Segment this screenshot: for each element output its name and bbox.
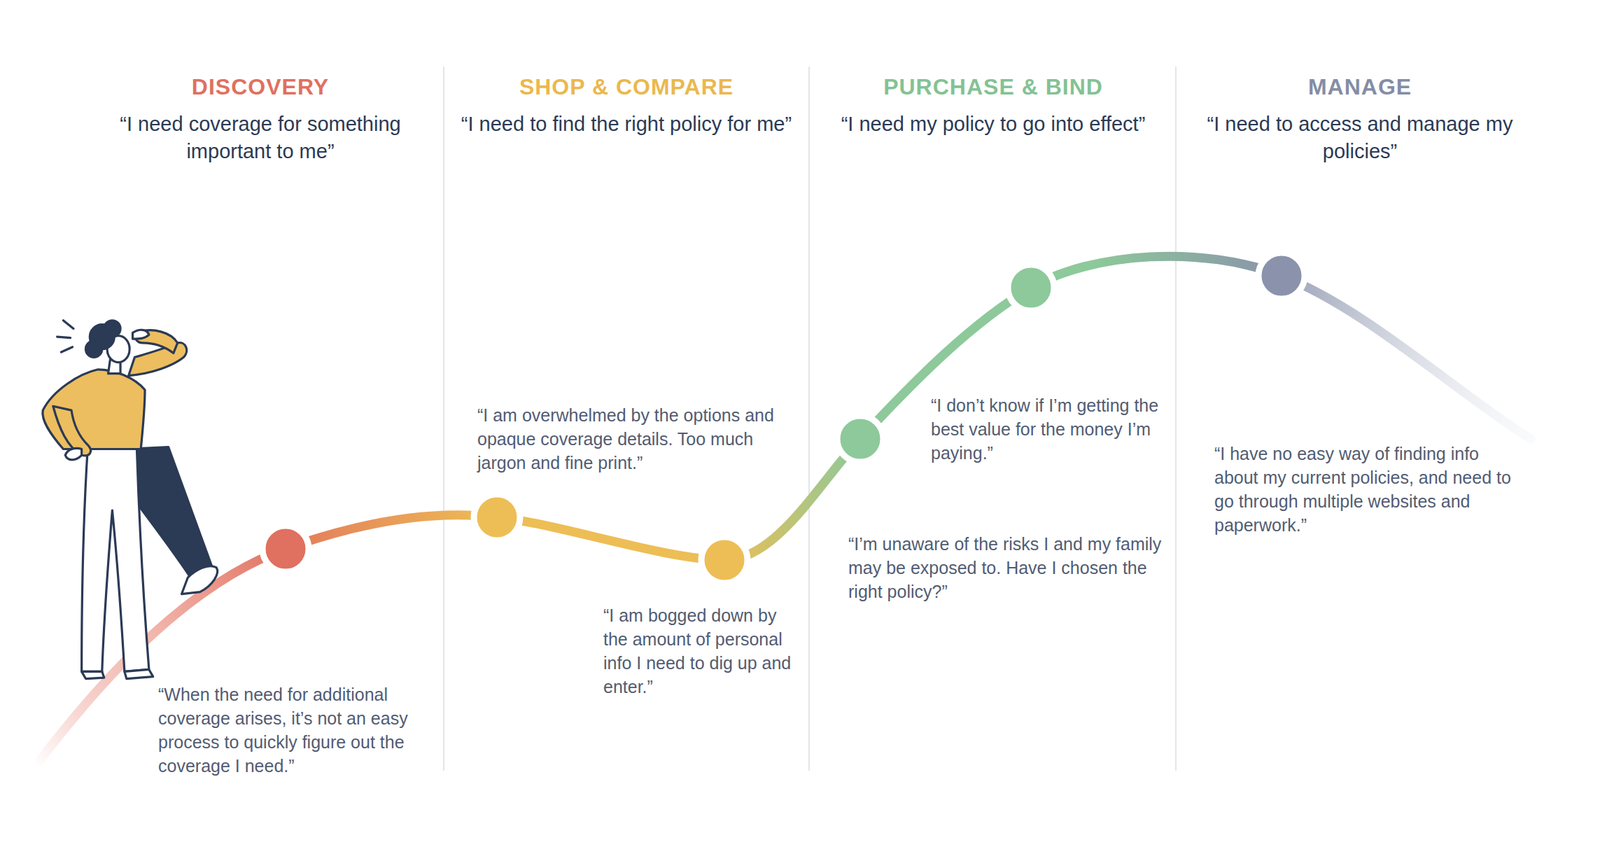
journey-dot <box>262 525 309 572</box>
curve-segment <box>860 287 1031 439</box>
journey-dots <box>262 252 1305 584</box>
trousers <box>81 447 150 672</box>
shoe <box>181 566 218 595</box>
stage-quote: “I need my policy to go into effect” <box>825 110 1162 138</box>
stage-column: SHOP & COMPARE “I need to find the right … <box>451 69 802 141</box>
journey-dot <box>1007 264 1055 311</box>
shoe <box>124 669 154 679</box>
journey-dot <box>1258 252 1305 299</box>
surprise-mark <box>57 336 71 338</box>
pain-point-quote: “When the need for additional coverage a… <box>158 682 439 778</box>
stage-quote: “I need to access and manage my policies… <box>1191 110 1528 166</box>
divider <box>443 66 445 771</box>
curve-segment <box>724 438 861 560</box>
divider <box>1175 66 1177 771</box>
curve-segment <box>496 517 725 560</box>
stage-column: PURCHASE & BIND “I need my policy to go i… <box>818 69 1169 141</box>
pain-point-quote: “I have no easy way of finding info abou… <box>1214 441 1512 537</box>
journey-dot <box>473 494 521 541</box>
stage-quote: “I need to find the right policy for me” <box>458 110 795 138</box>
stage-column: MANAGE “I need to access and manage my po… <box>1184 69 1535 168</box>
hand <box>132 329 150 339</box>
journey-dot <box>701 536 748 584</box>
stage-heading: MANAGE <box>1191 72 1528 101</box>
hand <box>65 447 82 460</box>
journey-dot <box>837 415 884 462</box>
arm <box>128 342 187 376</box>
stage-heading: SHOP & COMPARE <box>458 72 795 101</box>
column-dividers <box>443 66 1176 771</box>
person-figure <box>42 320 218 679</box>
hair <box>85 340 102 357</box>
surprise-mark <box>62 320 74 329</box>
divider <box>808 66 810 771</box>
curve-segment <box>1281 275 1531 439</box>
pain-point-quote: “I am overwhelmed by the options and opa… <box>477 403 789 475</box>
surprise-mark <box>60 347 73 353</box>
pain-point-quote: “I’m unaware of the risks I and my famil… <box>848 531 1167 604</box>
stage-heading: PURCHASE & BIND <box>825 72 1162 101</box>
stage-heading: DISCOVERY <box>92 72 429 101</box>
stage-column: DISCOVERY “I need coverage for something … <box>85 69 436 168</box>
hair <box>104 320 121 337</box>
shoe <box>81 671 105 679</box>
pain-point-quote: “I am bogged down by the amount of perso… <box>603 603 796 699</box>
curve-segment <box>285 515 497 549</box>
stage-quote: “I need coverage for something important… <box>92 110 429 166</box>
pain-point-quote: “I don’t know if I’m getting the best va… <box>930 393 1166 465</box>
curve-segment <box>1030 256 1282 288</box>
